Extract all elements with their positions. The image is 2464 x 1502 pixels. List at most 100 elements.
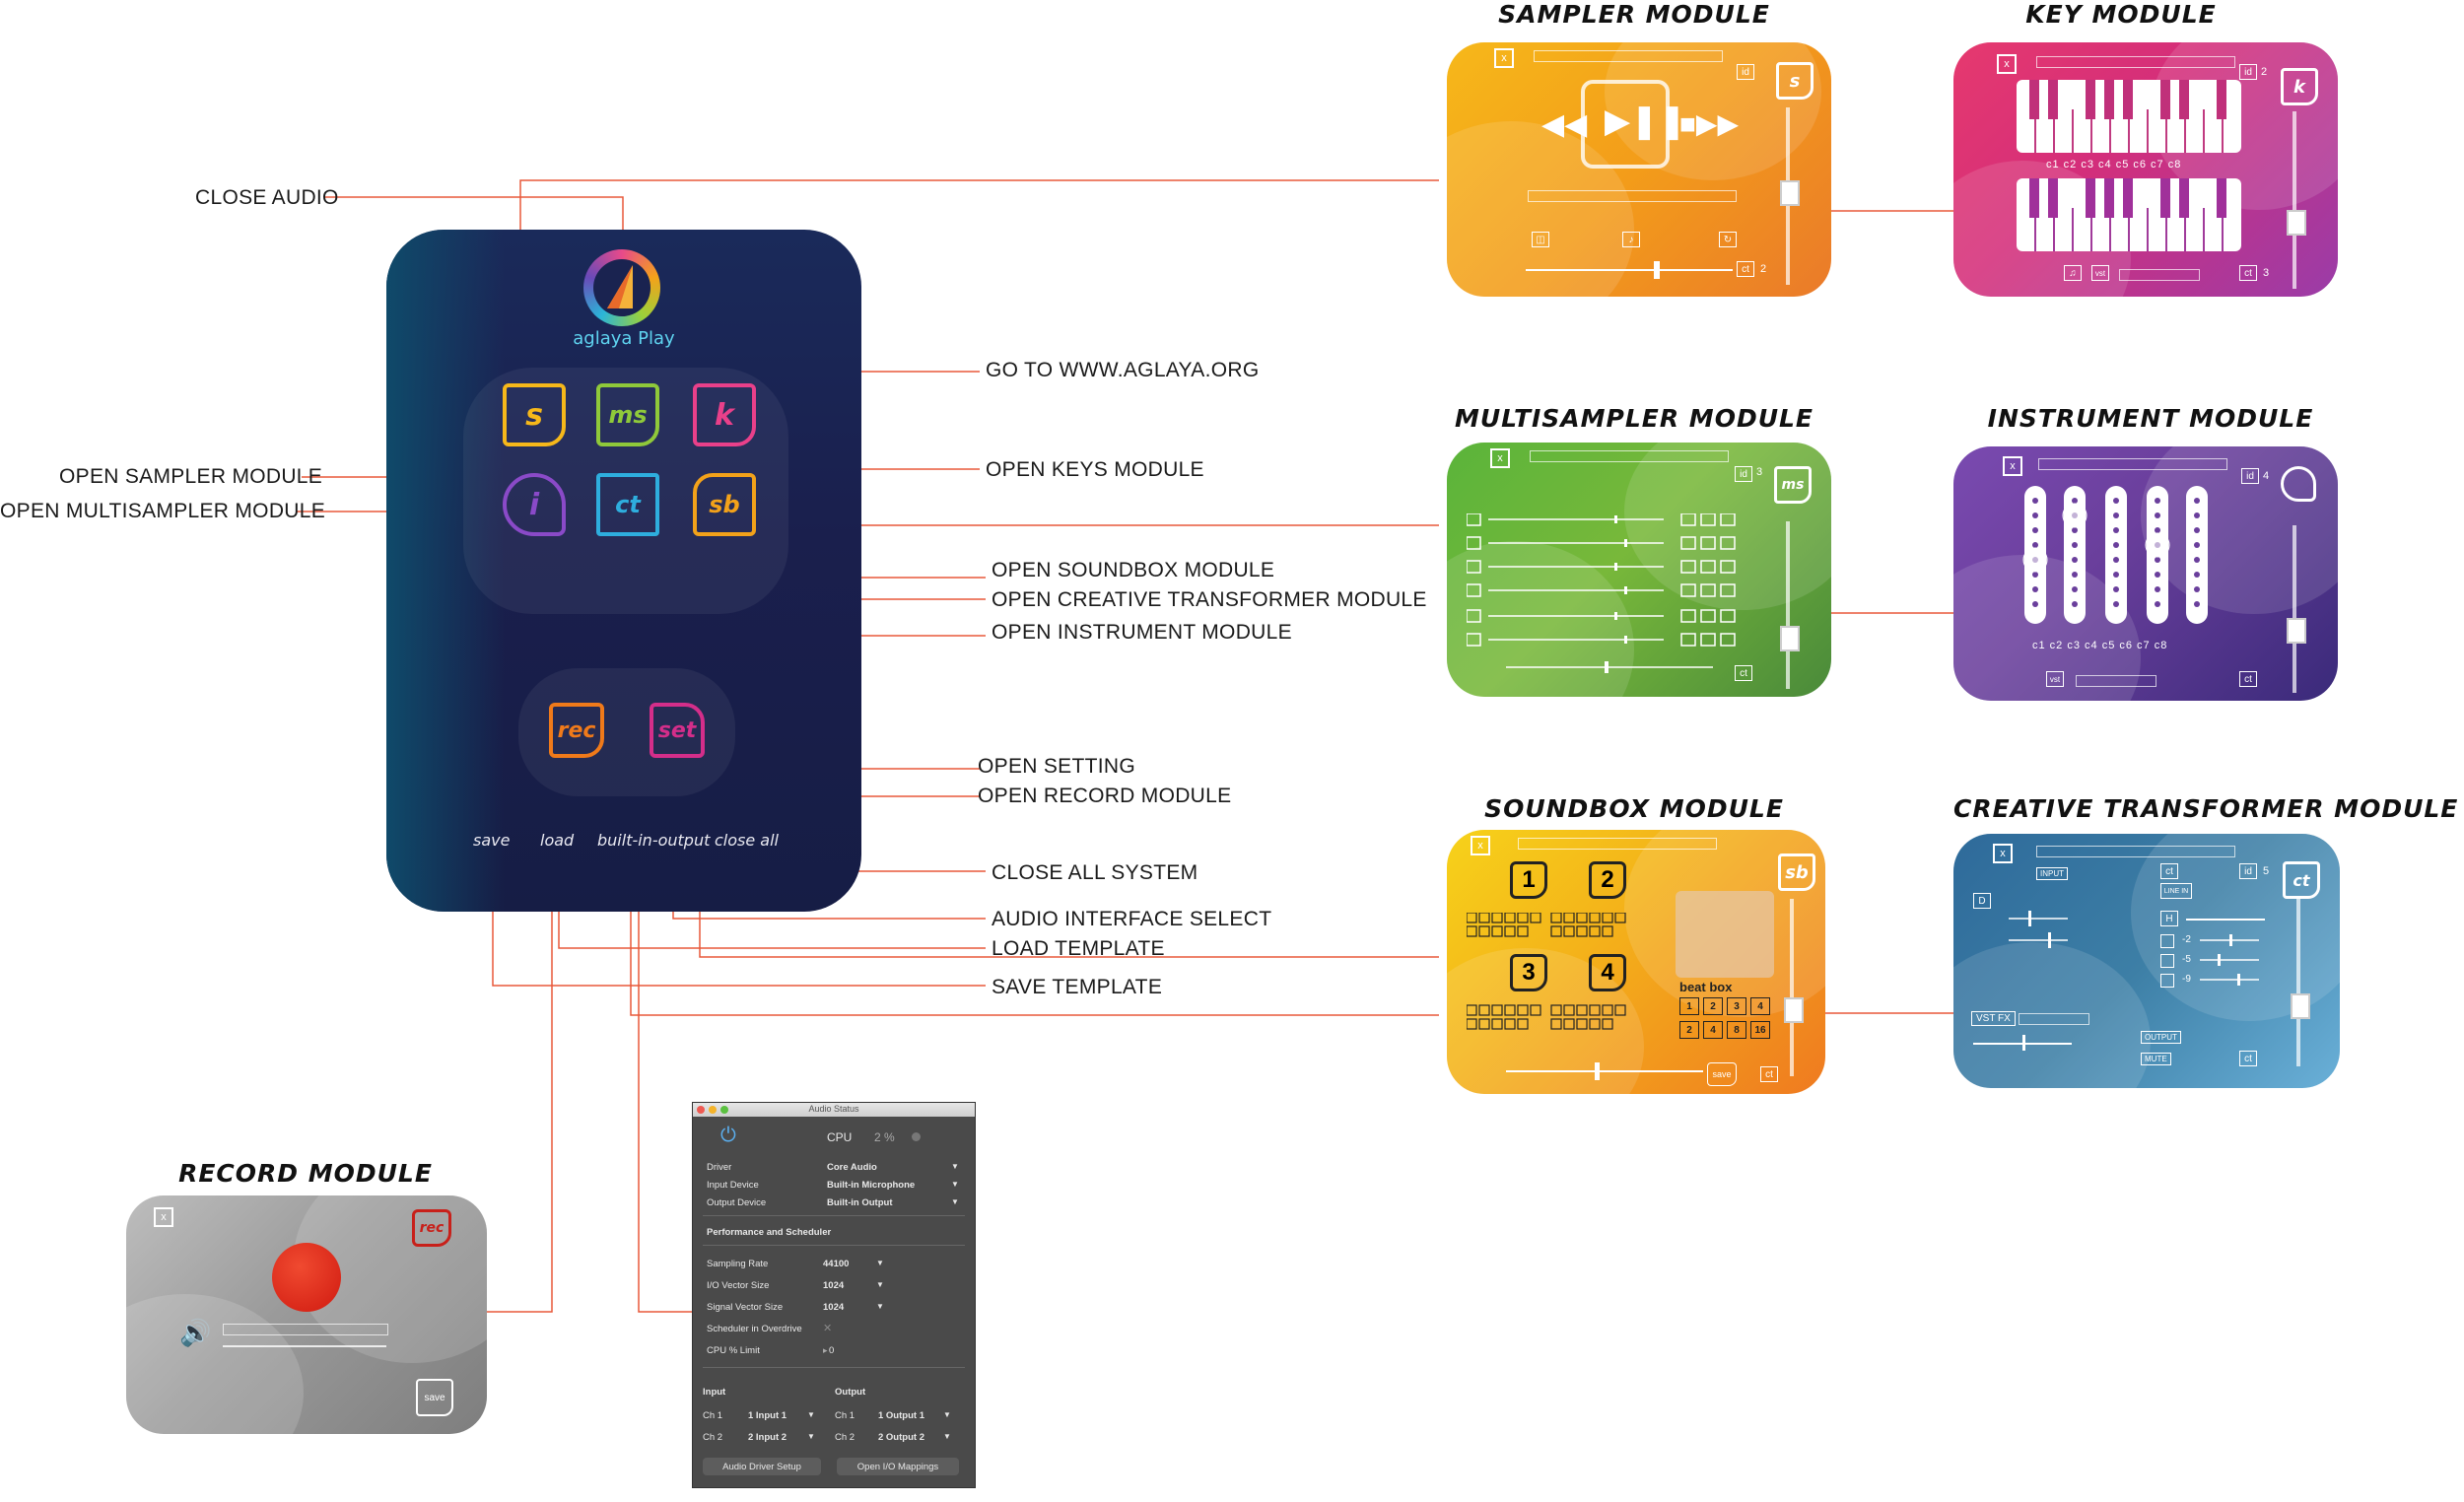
in-ch2-select[interactable]: 2 Input 2 [748,1432,787,1443]
line-in-icon[interactable]: LINE IN [2160,883,2192,899]
io-select[interactable]: 1024 [823,1280,845,1291]
preset-field[interactable] [2076,675,2156,687]
h-button[interactable]: H [2160,911,2178,926]
beat-3[interactable]: 3 [1727,997,1746,1015]
overdrive-checkbox[interactable]: ✕ [823,1323,833,1334]
chevron-down-icon[interactable]: ▼ [951,1197,959,1206]
volume-knob[interactable] [2287,210,2306,236]
ct-small-icon[interactable]: ct [2160,863,2178,879]
note-icon[interactable]: ♫ [2064,265,2082,281]
chevron-down-icon[interactable]: ▼ [951,1180,959,1189]
close-icon[interactable]: x [1471,836,1490,855]
sv-select[interactable]: 1024 [823,1302,845,1313]
power-icon[interactable]: ⏻ [720,1125,736,1146]
input-device-select[interactable]: Built-in Microphone [827,1180,916,1191]
position-knob[interactable] [1595,1062,1600,1080]
level-sliders[interactable] [2200,932,2259,988]
chevron-down-icon[interactable]: ▼ [943,1410,951,1419]
pad-2[interactable]: 2 [1589,861,1626,899]
close-icon[interactable]: x [1490,448,1510,468]
out-ch1-select[interactable]: 1 Output 1 [878,1410,924,1421]
close-all-link[interactable]: close all [715,831,779,850]
sample-name-field[interactable] [1534,50,1723,62]
check-2[interactable] [2160,954,2174,968]
sampler-button[interactable]: s [503,383,566,446]
check-3[interactable] [2160,974,2174,988]
h-slider[interactable] [2186,919,2265,921]
note-icon[interactable]: ♪ [1622,232,1640,247]
volume-slider[interactable] [2293,525,2296,693]
close-window-icon[interactable] [697,1106,705,1114]
beat-div-16[interactable]: 16 [1750,1021,1770,1039]
preset-field[interactable] [2119,269,2200,281]
waveform-bar[interactable] [1528,190,1737,202]
close-icon[interactable]: x [2003,456,2022,476]
record-button[interactable] [272,1243,341,1312]
beat-box-pad[interactable] [1676,891,1774,978]
vst-fx-field[interactable] [2019,1013,2089,1025]
pad-4[interactable]: 4 [1589,954,1626,991]
volume-knob[interactable] [1780,626,1800,651]
file-name-field[interactable] [223,1324,388,1335]
name-field[interactable] [2036,56,2235,68]
volume-knob[interactable] [1780,180,1800,206]
name-field[interactable] [2036,846,2235,857]
set-button[interactable]: set [650,703,705,758]
play-pause-icon[interactable]: ▶❚❚ [1605,102,1687,140]
chevron-down-icon[interactable]: ▼ [951,1162,959,1171]
save-link[interactable]: save [473,831,511,850]
out-ch2-select[interactable]: 2 Output 2 [878,1432,924,1443]
soundbox-button[interactable]: sb [693,473,756,536]
upper-keyboard[interactable] [2017,80,2241,153]
keys-button[interactable]: k [693,383,756,446]
pad-1[interactable]: 1 [1510,861,1547,899]
beat-div-2[interactable]: 2 [1679,1021,1699,1039]
octave-labels[interactable]: c1 c2 c3 c4 c5 c6 c7 c8 [2032,640,2168,651]
save-button[interactable]: save [1707,1062,1737,1086]
volume-slider[interactable] [1790,899,1794,1076]
volume-slider[interactable] [2293,111,2296,289]
mute-button[interactable]: MUTE [2141,1053,2171,1065]
close-icon[interactable]: x [1997,54,2017,74]
audio-driver-setup-button[interactable]: Audio Driver Setup [703,1458,821,1475]
chevron-down-icon[interactable]: ▼ [876,1302,884,1311]
load-link[interactable]: load [540,831,575,850]
ct-icon[interactable]: ct [2239,1051,2257,1066]
beat-2[interactable]: 2 [1703,997,1723,1015]
loop-icon[interactable]: ◫ [1532,232,1549,247]
repeat-icon[interactable]: ↻ [1719,232,1737,247]
beat-1[interactable]: 1 [1679,997,1699,1015]
vst-icon[interactable]: vst [2091,265,2109,281]
instrument-strings[interactable] [2020,486,2218,634]
vst-icon[interactable]: vst [2046,671,2064,687]
volume-knob[interactable] [1784,997,1804,1023]
chevron-down-icon[interactable]: ▼ [807,1432,815,1441]
cpu-limit-value[interactable]: 0 [829,1345,835,1356]
chevron-down-icon[interactable]: ▼ [807,1410,815,1419]
volume-slider[interactable] [2296,899,2300,1066]
close-icon[interactable]: x [1993,844,2013,863]
octave-labels[interactable]: c1 c2 c3 c4 c5 c6 c7 c8 [2046,159,2182,171]
stop-forward-icon[interactable]: ■▶▶ [1679,108,1739,139]
driver-select[interactable]: Core Audio [827,1162,877,1173]
output-device-select[interactable]: Built-in Output [827,1197,893,1208]
position-slider[interactable] [1506,1070,1703,1072]
sr-select[interactable]: 44100 [823,1259,850,1269]
position-slider[interactable] [1526,269,1733,271]
ct-icon[interactable]: ct [1735,665,1752,681]
zoom-window-icon[interactable] [720,1106,728,1114]
instrument-button[interactable]: i [503,473,566,536]
rewind-icon[interactable]: ◀◀ [1541,108,1588,141]
minimize-window-icon[interactable] [709,1106,717,1114]
chevron-down-icon[interactable]: ▼ [943,1432,951,1441]
vst-fx-button[interactable]: VST FX [1971,1011,2016,1026]
input-sliders[interactable] [2009,899,2068,958]
beat-div-4[interactable]: 4 [1703,1021,1723,1039]
name-field[interactable] [1530,450,1729,462]
ct-icon[interactable]: ct [1760,1066,1778,1082]
lower-keyboard[interactable] [2017,178,2241,251]
check-1[interactable] [2160,934,2174,948]
close-icon[interactable]: x [1494,48,1514,68]
in-ch1-select[interactable]: 1 Input 1 [748,1410,787,1421]
ct-icon[interactable]: ct [2239,671,2257,687]
